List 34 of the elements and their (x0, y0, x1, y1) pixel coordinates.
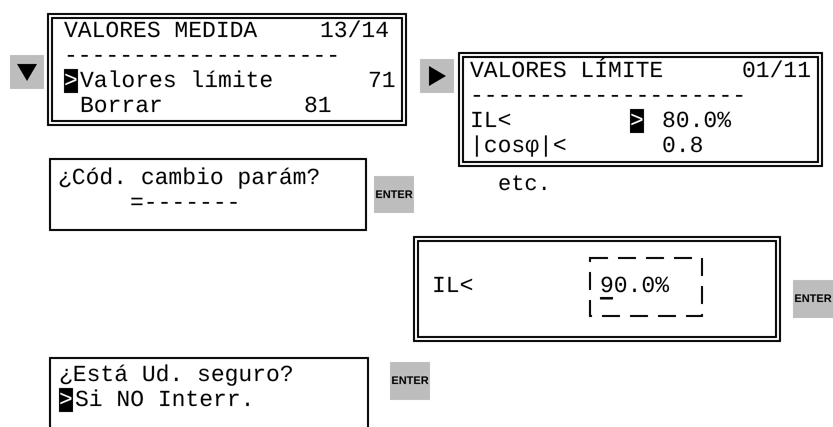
right-arrow-key (420, 59, 454, 93)
lcd-display (413, 236, 781, 342)
display-text: 13/14 (320, 19, 390, 43)
display-title: VALORES MEDIDA (64, 19, 258, 43)
separator-text: -------------------- (470, 84, 746, 108)
display-text: ¿Cód. cambio parám? (58, 166, 320, 190)
display-text: 01/11 (742, 59, 812, 83)
display-text: Valores límite (80, 69, 274, 93)
lcd-display (47, 13, 407, 126)
note-text: etc. (498, 172, 551, 197)
lcd-display (49, 357, 369, 427)
display-text: =------- (130, 191, 240, 215)
cursor-marker: > (59, 388, 73, 412)
enter-key: ENTER (390, 362, 430, 400)
lcd-display (458, 52, 823, 167)
cursor-marker: > (64, 69, 78, 93)
display-text: ¿Está Ud. seguro? (59, 363, 294, 387)
display-text: 81 (304, 94, 332, 118)
display-text: Si NO Interr. (75, 388, 254, 412)
display-text: |cosφ|< (470, 134, 567, 158)
display-title: VALORES LÍMITE (470, 59, 664, 83)
cursor-marker: > (630, 109, 644, 133)
enter-key: ENTER (374, 176, 414, 213)
display-text: 71 (368, 69, 396, 93)
display-text: IL< (470, 109, 512, 133)
display-text: IL< (432, 274, 474, 298)
enter-key: ENTER (793, 280, 833, 318)
display-text: 80.0% (662, 109, 732, 133)
display-text: 90.0% (600, 274, 670, 298)
down-arrow-key (10, 55, 44, 89)
display-text: 0.8 (662, 134, 704, 158)
display-text: Borrar (80, 94, 163, 118)
lcd-display (49, 158, 367, 231)
separator-text: -------------------- (64, 44, 340, 68)
